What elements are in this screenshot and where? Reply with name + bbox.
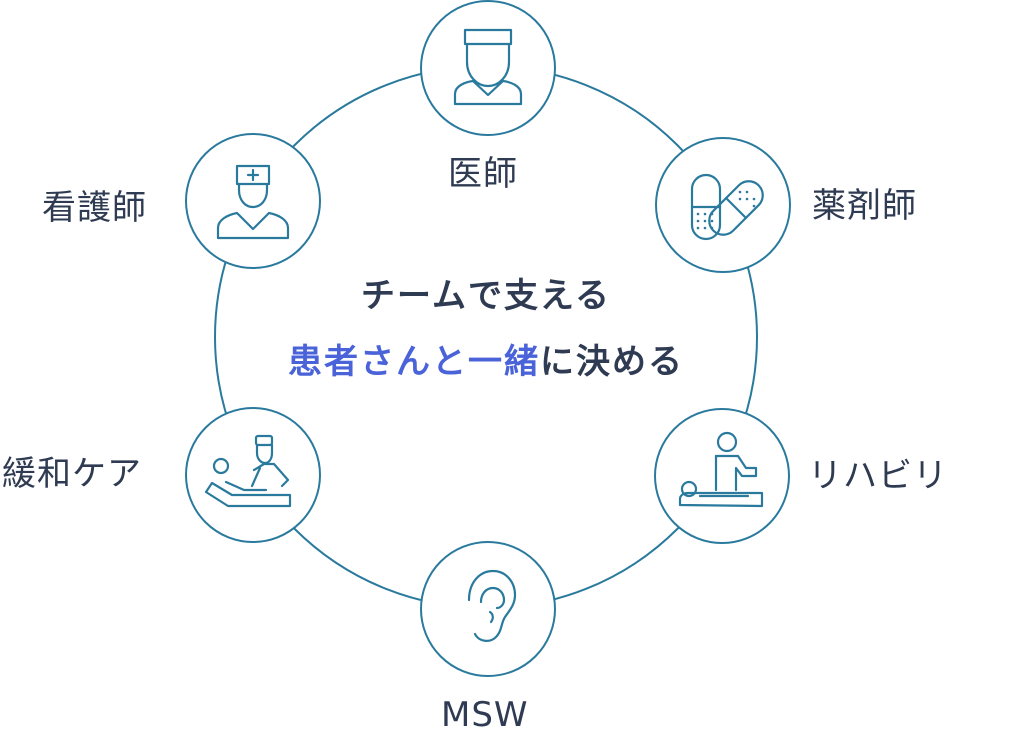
center-rest-text: に決める [540, 342, 684, 382]
center-title-line2: 患者さんと一緒に決める [216, 340, 756, 384]
ear-icon [467, 569, 517, 642]
nurse-node [185, 133, 321, 269]
patient-care-icon [204, 434, 292, 508]
center-highlight-text: 患者さんと一緒 [288, 342, 540, 382]
nurse-label: 看護師 [42, 188, 147, 228]
pharmacist-node [655, 137, 791, 273]
rehab-node [654, 408, 790, 544]
msw-node [420, 541, 556, 677]
doctor-node [420, 0, 556, 136]
palliative-node [185, 407, 321, 543]
physical-therapy-icon [678, 431, 764, 508]
pill-capsule-icon [690, 173, 764, 241]
center-title-line1: チームで支える [361, 276, 611, 316]
doctor-icon [453, 28, 523, 106]
msw-label: MSW [441, 695, 529, 735]
doctor-label: 医師 [448, 154, 518, 194]
rehab-label: リハビリ [808, 456, 948, 496]
palliative-label: 緩和ケア [2, 454, 142, 494]
pharmacist-label: 薬剤師 [812, 186, 917, 226]
nurse-icon [216, 164, 290, 240]
